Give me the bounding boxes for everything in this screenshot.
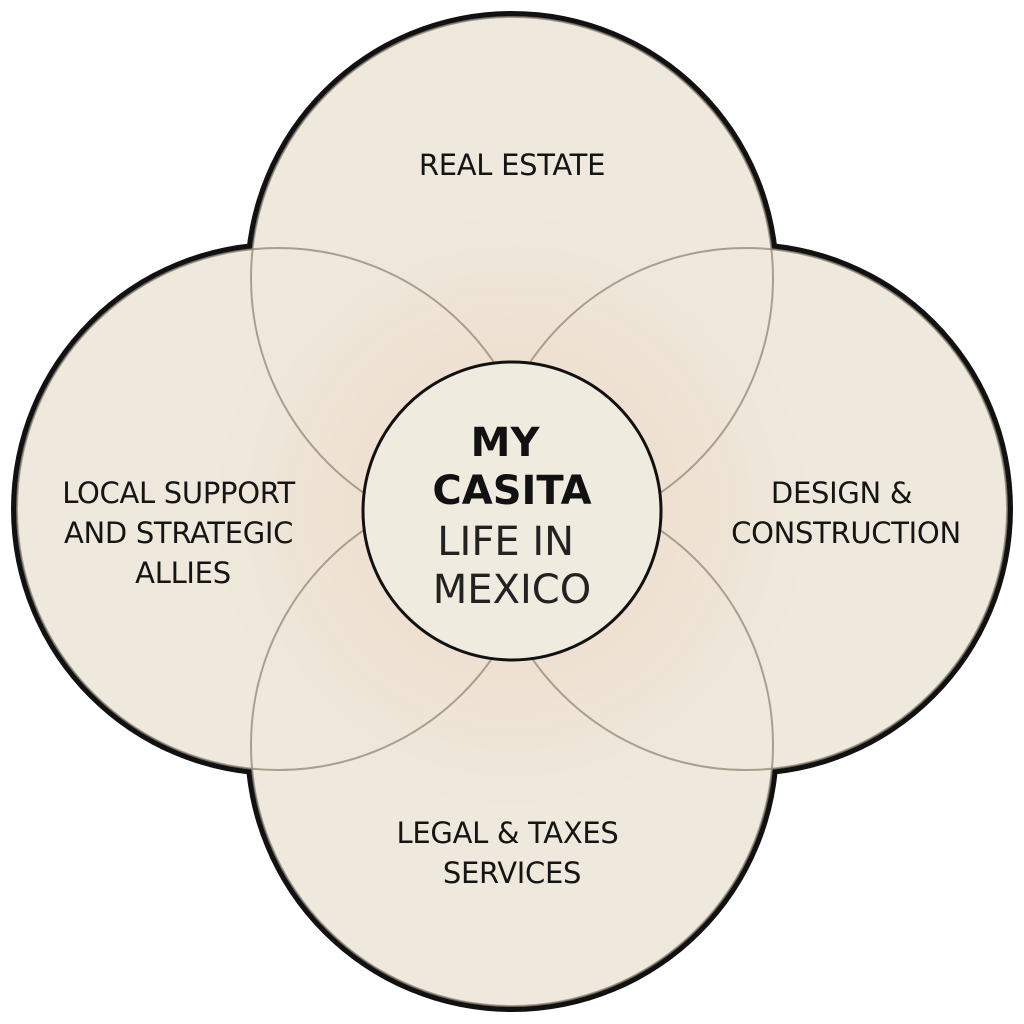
center-title-bold: MY CASITA (432, 420, 591, 514)
center-title-light: LIFE IN MEXICO (433, 519, 591, 613)
label-design-construction: DESIGN & CONSTRUCTION (731, 476, 961, 550)
label-legal-taxes: LEGAL & TAXES SERVICES (397, 816, 628, 890)
center-circle (361, 360, 663, 662)
label-local-support: LOCAL SUPPORT AND STRATEGIC ALLIES (62, 476, 304, 590)
label-real-estate: REAL ESTATE (419, 148, 605, 182)
